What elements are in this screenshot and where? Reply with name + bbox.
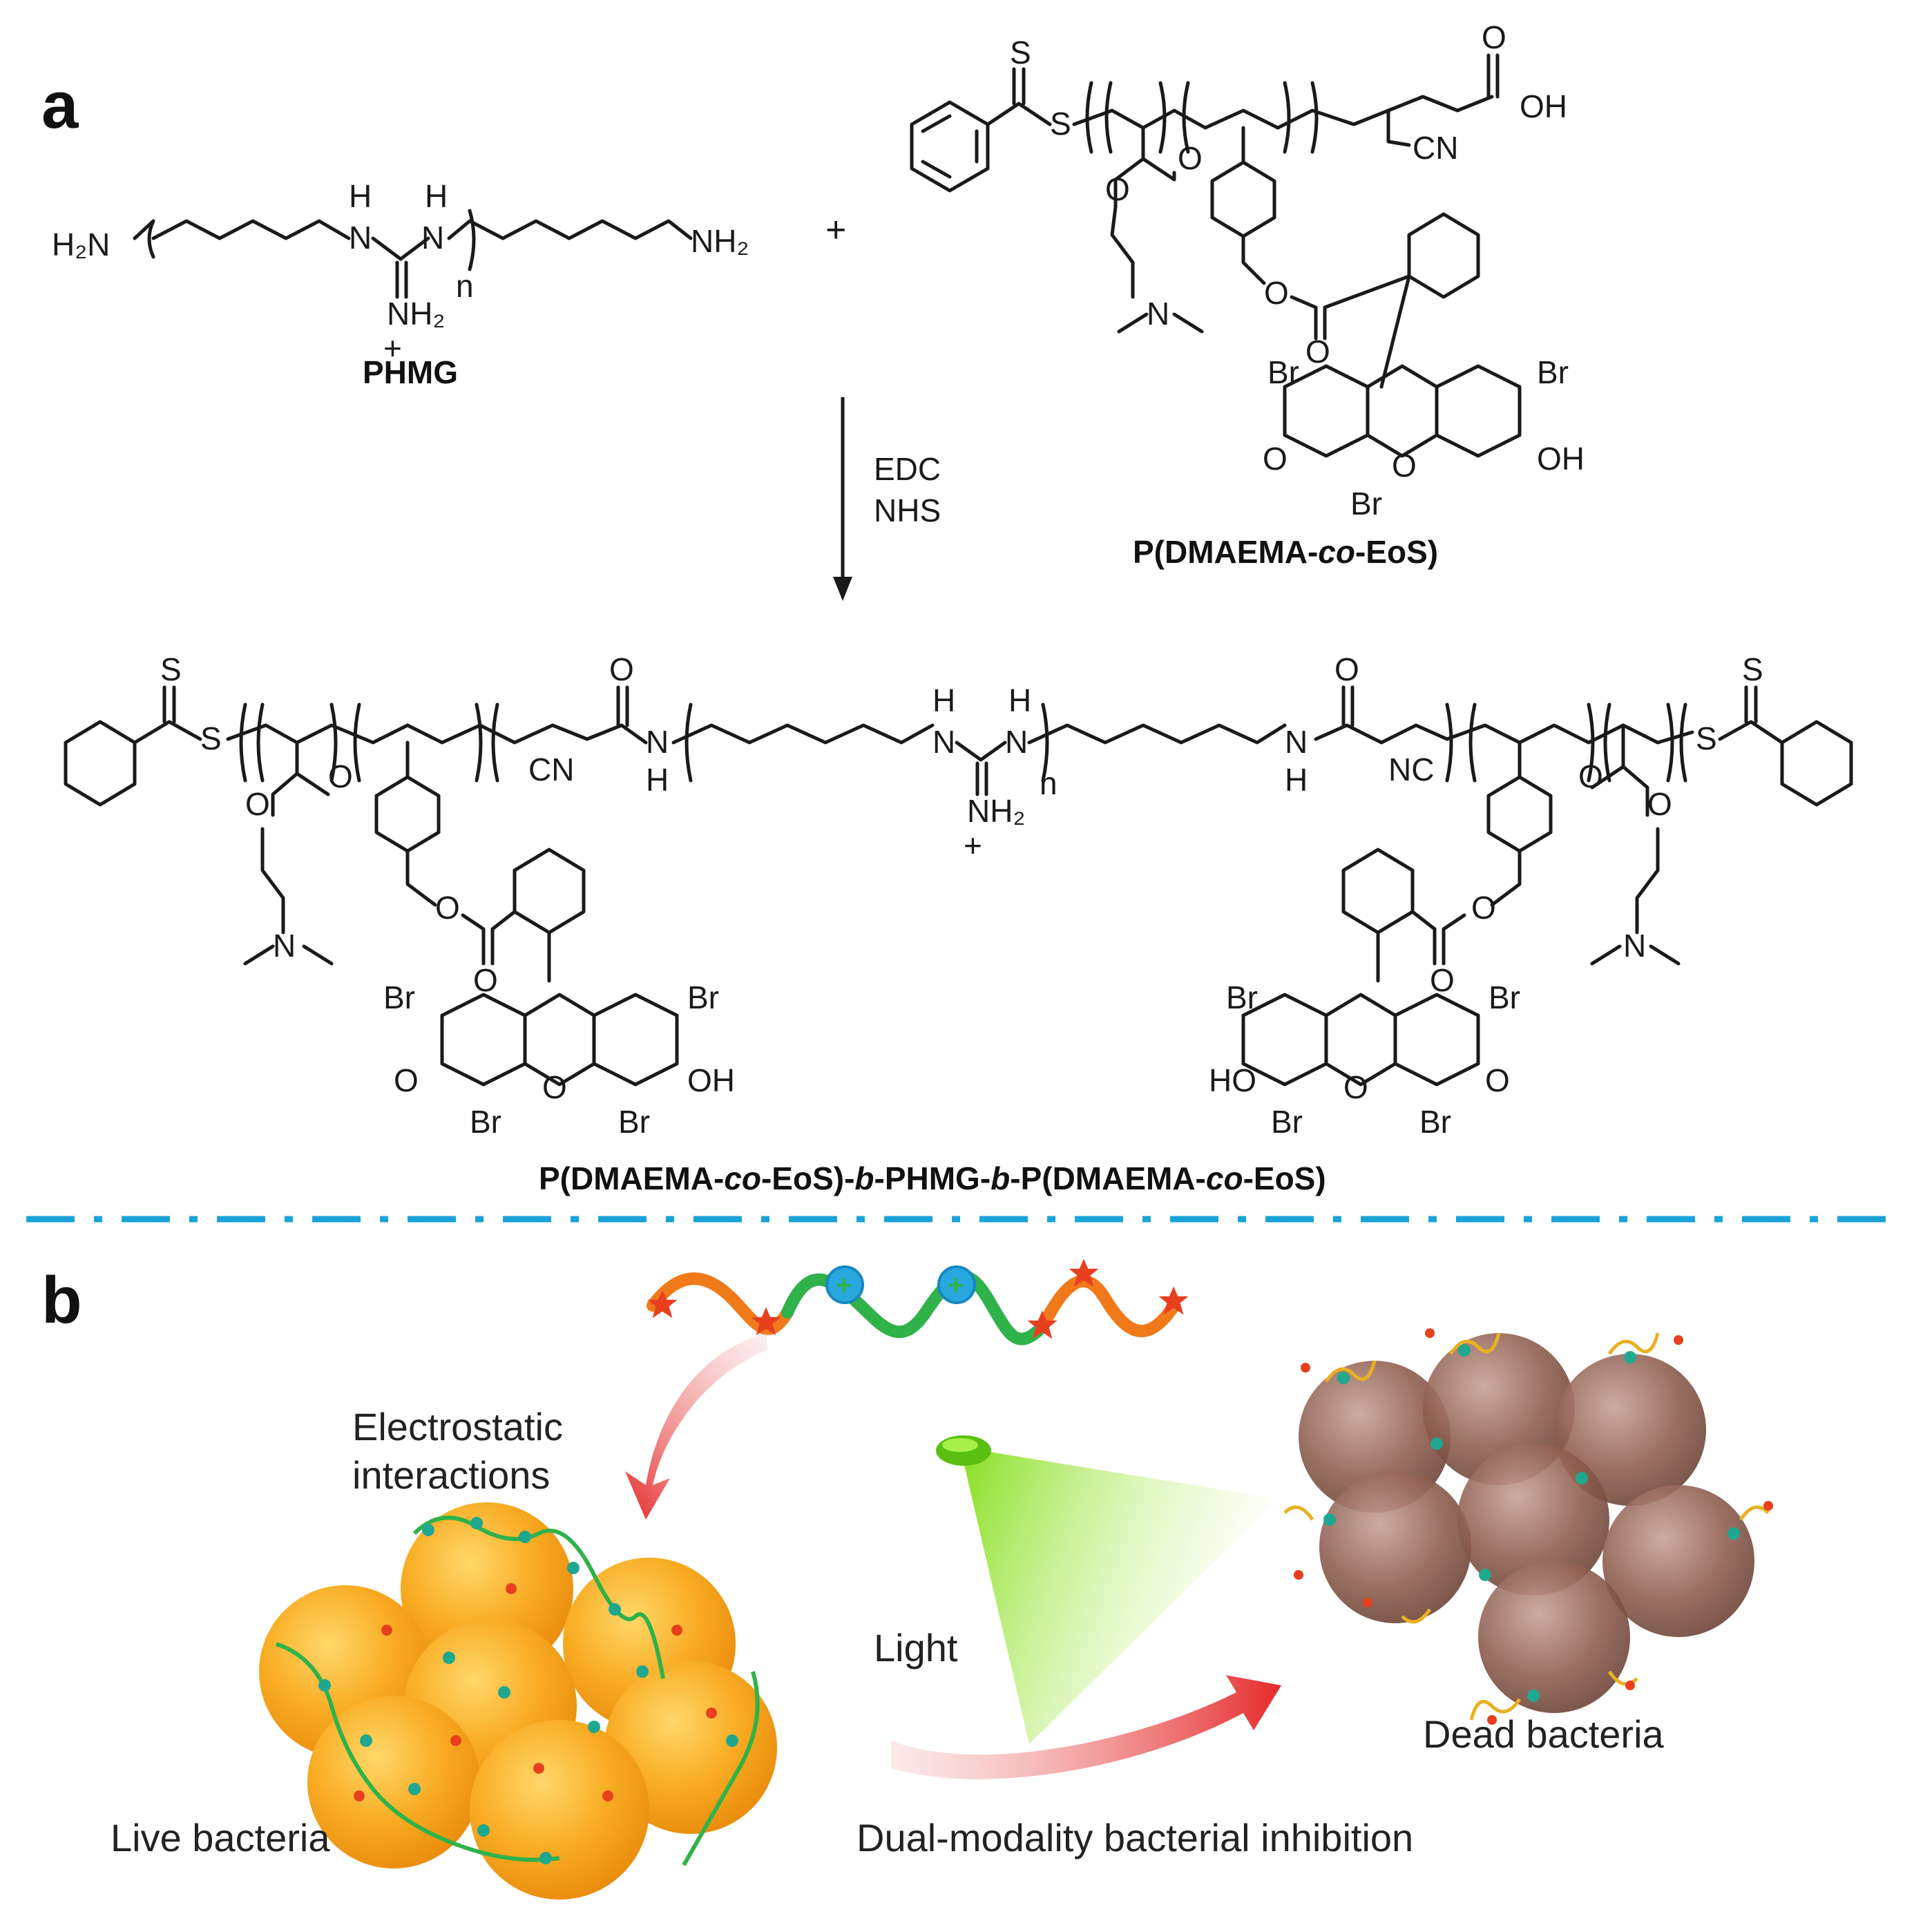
cation-icon bbox=[937, 1265, 976, 1304]
product-h-amide-right: H bbox=[1285, 762, 1308, 798]
product-o-ester-left: O bbox=[245, 786, 270, 822]
product-br2-right: Br bbox=[1489, 979, 1520, 1015]
product-structure: S S CN O N H N H NH₂ + N H n N H O NC S … bbox=[64, 651, 1853, 1140]
product-o-ester-right: O bbox=[1647, 786, 1672, 822]
copolymer-br3: Br bbox=[1350, 486, 1382, 522]
product-br2-left: Br bbox=[687, 979, 719, 1015]
copolymer-s-thione: S bbox=[1010, 35, 1031, 70]
reagent-nhs: NHS bbox=[874, 492, 941, 528]
product-nc-right: NC bbox=[1388, 752, 1434, 787]
copolymer-name: P(DMAEMA-co-EoS) bbox=[1133, 534, 1438, 570]
light-label: Light bbox=[874, 1626, 958, 1670]
product-o-benzyl-left: O bbox=[435, 890, 460, 926]
dead-bacteria-cluster bbox=[1283, 1328, 1773, 1725]
phmg-h2: H bbox=[425, 178, 448, 214]
product-oh-left: OH bbox=[687, 1062, 735, 1098]
product-o-carbonyl-right: O bbox=[1578, 758, 1603, 794]
product-cn-left: CN bbox=[528, 752, 574, 787]
product-o-keto-left: O bbox=[394, 1062, 419, 1098]
polymer-chain: + + bbox=[647, 1259, 1189, 1346]
product-o-amide-left: O bbox=[609, 651, 634, 687]
product-nh2-guan: NH₂ bbox=[967, 793, 1025, 829]
product-br3-right: Br bbox=[1271, 1104, 1303, 1140]
live-bacteria-cluster bbox=[259, 1502, 777, 1900]
phmg-n2: N bbox=[421, 220, 444, 256]
product-n-amide-left: N bbox=[646, 724, 669, 760]
dead-bacteria-label: Dead bacteria bbox=[1423, 1712, 1665, 1756]
product-s-right: S bbox=[1696, 720, 1717, 756]
product-ho-right: HO bbox=[1209, 1062, 1256, 1098]
product-n-repeat: n bbox=[1040, 765, 1058, 801]
product-h-guan1: H bbox=[932, 682, 955, 718]
product-h-amide-left: H bbox=[646, 762, 669, 798]
panel-b-label: b bbox=[41, 1263, 82, 1337]
svg-text:+: + bbox=[836, 1270, 852, 1301]
product-o-carbonyl-left: O bbox=[328, 758, 353, 794]
product-s-left: S bbox=[200, 720, 222, 756]
product-n-amine-left: N bbox=[273, 928, 296, 964]
product-h-guan2: H bbox=[1008, 682, 1031, 718]
product-br3-left: Br bbox=[470, 1104, 501, 1140]
phmg-structure: H₂N N H NH₂ + N H n NH₂ bbox=[52, 178, 749, 366]
product-o-ester2-right: O bbox=[1430, 962, 1455, 998]
copolymer-oh2: OH bbox=[1537, 441, 1585, 477]
product-o-amide-right: O bbox=[1334, 651, 1359, 687]
copolymer-cn: CN bbox=[1413, 130, 1458, 166]
product-n-amide-right: N bbox=[1285, 724, 1308, 760]
phmg-h2n: H₂N bbox=[52, 227, 110, 262]
product-o-ring-left: O bbox=[542, 1069, 567, 1105]
phmg-nh2-end: NH₂ bbox=[691, 223, 749, 259]
copolymer-o-ester2: O bbox=[1305, 334, 1330, 370]
svg-text:+: + bbox=[948, 1270, 964, 1301]
copolymer-o-keto: O bbox=[1263, 441, 1288, 477]
product-n-guan2: N bbox=[1005, 724, 1028, 760]
killing-arrow bbox=[891, 1675, 1281, 1779]
phmg-plus: + bbox=[383, 330, 402, 366]
copolymer-o-ester: O bbox=[1105, 171, 1130, 207]
cation-icon bbox=[825, 1265, 864, 1304]
phmg-h1: H bbox=[349, 178, 372, 214]
copolymer-s-ester: S bbox=[1050, 106, 1071, 142]
phmg-n-repeat: n bbox=[456, 268, 474, 304]
product-br1-left: Br bbox=[383, 979, 415, 1015]
product-o-benzyl-right: O bbox=[1471, 890, 1496, 926]
product-s-thione-left: S bbox=[160, 651, 182, 687]
product-o-keto-right: O bbox=[1485, 1062, 1510, 1098]
copolymer-oh: OH bbox=[1520, 88, 1567, 124]
electrostatic-label-line2: interactions bbox=[352, 1453, 550, 1497]
reagent-edc: EDC bbox=[874, 451, 941, 487]
copolymer-n-amine: N bbox=[1147, 296, 1169, 332]
copolymer-o-acid: O bbox=[1482, 19, 1506, 55]
light-source bbox=[936, 1435, 1278, 1744]
copolymer-o-carbonyl: O bbox=[1178, 140, 1203, 176]
copolymer-o-ring: O bbox=[1392, 448, 1417, 484]
product-o-ester2-left: O bbox=[473, 962, 498, 998]
panel-a-label: a bbox=[41, 68, 79, 142]
product-br1-right: Br bbox=[1226, 979, 1258, 1015]
live-bacteria-label: Live bacteria bbox=[111, 1816, 330, 1859]
plus-sign: + bbox=[825, 210, 846, 250]
electrostatic-label-line1: Electrostatic bbox=[352, 1405, 563, 1448]
product-plus-guan: + bbox=[964, 828, 982, 863]
product-s-thione-right: S bbox=[1742, 651, 1763, 687]
inhibition-label: Dual-modality bacterial inhibition bbox=[856, 1816, 1413, 1859]
phmg-n1: N bbox=[349, 220, 372, 256]
product-name: P(DMAEMA-co-EoS)-b-PHMG-b-P(DMAEMA-co-Eo… bbox=[539, 1160, 1326, 1196]
copolymer-br1: Br bbox=[1267, 354, 1299, 390]
product-n-amine-right: N bbox=[1623, 928, 1646, 964]
phmg-nh2: NH₂ bbox=[387, 296, 445, 332]
copolymer-o-benzyl: O bbox=[1264, 275, 1289, 311]
binding-arrow bbox=[625, 1333, 767, 1520]
product-n-guan1: N bbox=[932, 724, 955, 760]
copolymer-structure: S S O O N O O CN O OH Br Br O bbox=[910, 19, 1585, 522]
product-br4-right: Br bbox=[1419, 1104, 1451, 1140]
product-br4-left: Br bbox=[618, 1104, 650, 1140]
reaction-arrow bbox=[833, 397, 852, 601]
copolymer-br2: Br bbox=[1537, 354, 1569, 390]
product-o-ring-right: O bbox=[1343, 1069, 1368, 1105]
phmg-name: PHMG bbox=[363, 354, 458, 390]
